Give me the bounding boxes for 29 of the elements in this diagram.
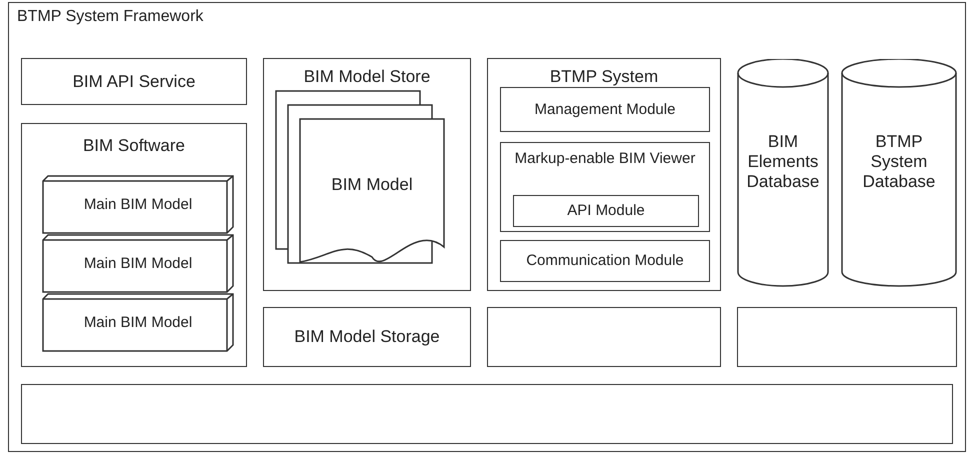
module-box: [500, 240, 710, 282]
module-box: [500, 87, 710, 132]
layer-box: [487, 307, 721, 367]
box-label: BTMP System: [548, 67, 660, 87]
service-box: [21, 58, 247, 105]
module-box: [513, 195, 699, 227]
layer-box: [21, 384, 953, 444]
software-panel: [21, 123, 247, 367]
box-label: BTMP System Database: [862, 132, 936, 192]
box-label: BIM Model Store: [302, 67, 432, 87]
box-label: Management Module: [534, 100, 676, 120]
box-label: BIM API Service: [72, 72, 196, 92]
box-label: Markup-enable BIM Viewer: [514, 149, 696, 169]
box-label: BIM Elements Database: [746, 132, 820, 192]
store-panel: [263, 58, 471, 291]
layer-box: [263, 307, 471, 367]
layer-box: [737, 307, 957, 367]
box-label: Main BIM Model: [82, 254, 194, 274]
box-label: BIM Model: [330, 175, 414, 195]
viewer-box: [500, 142, 710, 232]
box-label: API Module: [566, 201, 646, 221]
box-label: Communication Module: [525, 251, 685, 271]
framework-panel: [8, 2, 966, 452]
system-panel: [487, 58, 721, 291]
panel-title: BTMP System Framework: [17, 7, 204, 27]
box-label: Main BIM Model: [82, 312, 194, 332]
box-label: Main BIM Model: [82, 194, 194, 214]
box-label: BIM Model Storage: [293, 327, 441, 347]
box-label: BIM Software: [82, 136, 186, 156]
